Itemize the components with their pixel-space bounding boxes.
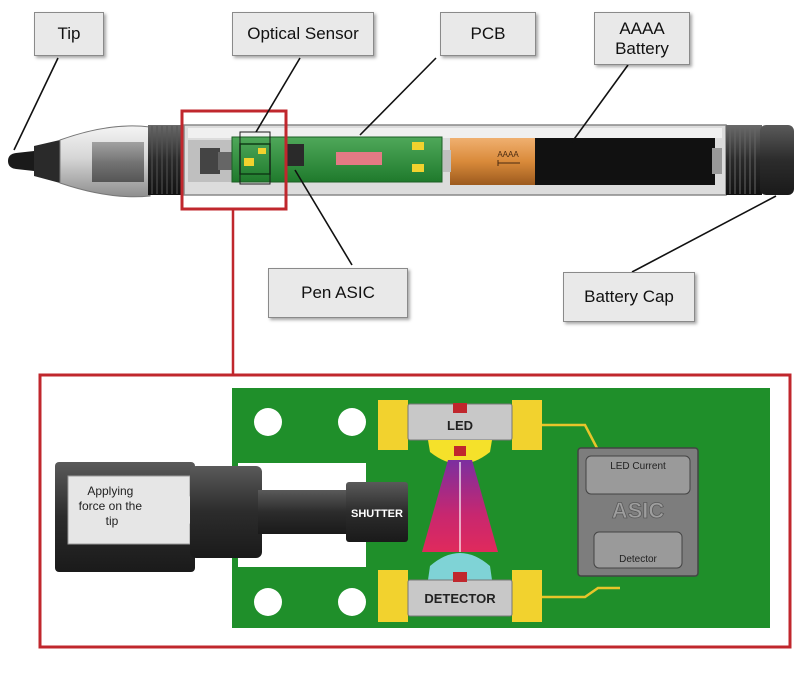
led-pad-right — [512, 400, 542, 450]
pen-battery-body — [450, 138, 540, 185]
asic-led-current-label: LED Current — [610, 461, 666, 472]
plunger-shaft — [258, 490, 358, 534]
label-optical-sensor: Optical Sensor — [232, 12, 374, 56]
pen-tip-nib — [8, 151, 34, 171]
label-pcb: PCB — [440, 12, 536, 56]
detector-label: DETECTOR — [424, 591, 496, 606]
pen-collar — [148, 125, 184, 195]
detector-sensor — [428, 553, 492, 580]
pen-body: AAAA — [8, 124, 794, 198]
mount-hole — [338, 588, 366, 616]
label-battery: AAAA Battery — [594, 12, 690, 65]
label-tip: Tip — [34, 12, 104, 56]
label-battery-cap: Battery Cap — [563, 272, 695, 322]
detector-pad-left — [378, 570, 408, 622]
battery-text: AAAA — [497, 150, 519, 159]
shutter-label: SHUTTER — [351, 508, 403, 520]
force-label-line: force on the — [79, 499, 143, 513]
led-pad-left — [378, 400, 408, 450]
pen-tip-cone — [34, 140, 60, 183]
asic-led-current-box — [585, 455, 691, 495]
mount-hole — [254, 588, 282, 616]
asic-detector-box — [593, 531, 683, 569]
mount-hole — [338, 408, 366, 436]
shutter — [346, 482, 408, 542]
label-pen-asic: Pen ASIC — [268, 268, 408, 318]
plunger-body — [190, 466, 262, 558]
led-label: LED — [447, 418, 473, 433]
asic-detector-label: Detector — [619, 554, 657, 565]
mount-hole — [254, 408, 282, 436]
asic-label: ASIC — [612, 498, 665, 523]
force-label: Applying force on the tip — [79, 484, 146, 528]
pen-battery-cap — [760, 125, 794, 195]
pen-battery-label — [535, 138, 715, 185]
force-label-line: Applying — [87, 484, 133, 498]
detector-pad-right — [512, 570, 542, 622]
leader-lines — [13, 57, 777, 273]
force-label-line: tip — [106, 514, 119, 528]
